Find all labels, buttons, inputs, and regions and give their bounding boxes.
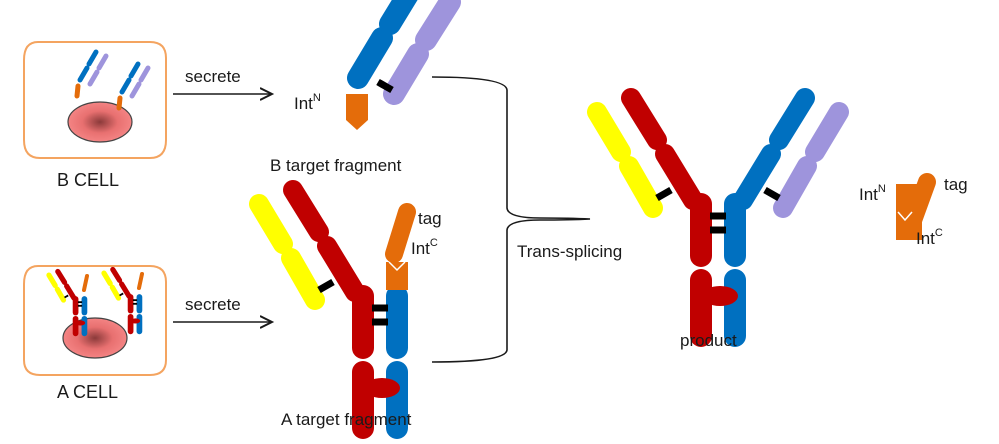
- byproduct-tag: [902, 173, 936, 235]
- a-fragment-arm-heavy-domain: [317, 236, 365, 302]
- product-knob: [702, 286, 738, 306]
- byproduct-int-c-sup: C: [934, 227, 943, 239]
- mini-heavy-b: [86, 49, 99, 67]
- a-cell-nucleus: [62, 317, 128, 359]
- b-fragment-label: B target fragment: [270, 156, 402, 175]
- mini-a-arm-heavy-domain: [64, 283, 77, 301]
- a-cell-antibody: [101, 266, 144, 335]
- secrete-a-label: secrete: [185, 295, 241, 314]
- a-cell-membrane: [23, 265, 167, 376]
- a-int-c-notch: [388, 261, 406, 272]
- byproduct-int-n-label: IntN: [859, 183, 886, 204]
- a-int-c-block: [386, 262, 408, 290]
- b-light-domain: [415, 0, 461, 51]
- mini-a-arm-light-domain: [46, 272, 58, 289]
- product-label: product: [680, 331, 737, 350]
- product-left-arm-light-domain: [619, 156, 663, 218]
- intein-tag-byproduct: [896, 173, 936, 240]
- mini-light-b: [87, 69, 100, 87]
- mini-a-arm-light-domain: [101, 270, 113, 287]
- b-int-n: [346, 94, 368, 130]
- byproduct-tag-label: tag: [944, 175, 968, 194]
- byproduct-int-c-label: IntC: [916, 227, 943, 248]
- byproduct-int-n-sup: N: [877, 183, 886, 195]
- product-antibody: [587, 88, 849, 347]
- b-cell-antibody: [116, 61, 151, 111]
- mini-a-arm-heavy-domain: [55, 268, 68, 285]
- b-cell-nucleus: [67, 101, 133, 143]
- mini-a-knob: [75, 320, 86, 326]
- product-right-arm-heavy-domain: [769, 88, 815, 150]
- a-fragment-arm-light-domain: [281, 248, 325, 310]
- a-fragment-arm-disulfide-bond: [317, 278, 335, 294]
- trans-splicing-brace: [431, 76, 591, 363]
- b-light-domain: [383, 43, 429, 105]
- a-cell: [23, 265, 167, 376]
- b-heavy-domain: [379, 0, 418, 35]
- mini-a-tag: [82, 274, 89, 292]
- b-cell: [23, 41, 167, 159]
- mini-a-arm-disulfide-bond: [119, 292, 124, 297]
- mini-heavy-b: [119, 77, 132, 95]
- mini-light-b: [129, 81, 142, 99]
- a-tag: [385, 203, 416, 263]
- b-heavy-domain: [347, 27, 393, 89]
- mini-a-arm-heavy-domain: [110, 266, 123, 283]
- int-n-sup: N: [312, 92, 321, 104]
- mini-heavy-b: [77, 65, 90, 83]
- a-cell-label: A CELL: [57, 382, 119, 402]
- a-fragment-arm-light-domain: [249, 194, 293, 254]
- a-cell-antibody: [46, 268, 89, 337]
- b-cell-label: B CELL: [57, 170, 120, 190]
- product-right-arm-light-domain: [805, 102, 849, 162]
- mini-a-arm-disulfide-bond: [64, 294, 69, 299]
- mini-a-arm-light-domain: [109, 284, 122, 301]
- product-right-arm-disulfide-bond: [763, 186, 781, 202]
- int-n-text: Int: [294, 94, 313, 113]
- a-target-fragment: [249, 180, 416, 439]
- b-disulfide-bond: [376, 78, 394, 94]
- a-tag-label: tag: [418, 209, 442, 228]
- b-cell-membrane: [23, 41, 167, 159]
- mini-int-n: [116, 95, 123, 111]
- trans-splicing-label: Trans-splicing: [517, 242, 623, 261]
- secrete-b-label: secrete: [185, 67, 241, 86]
- mini-int-n: [74, 83, 81, 99]
- a-fragment-arm-heavy-domain: [283, 180, 329, 242]
- product-left-arm-light-domain: [587, 102, 631, 162]
- mini-light-b: [138, 65, 151, 83]
- byproduct-int-c-text: Int: [916, 229, 935, 248]
- a-fragment-knob: [364, 378, 400, 398]
- b-target-fragment: [346, 0, 461, 130]
- product-right-arm-light-domain: [773, 156, 817, 218]
- int-c-sup: C: [429, 237, 438, 249]
- mini-a-arm-light-domain: [54, 286, 67, 303]
- int-c-text: Int: [411, 239, 430, 258]
- product-right-arm-heavy-domain: [733, 144, 781, 210]
- b-int-n-label: IntN: [294, 92, 321, 113]
- byproduct-int-n-text: Int: [859, 185, 878, 204]
- product-left-arm-heavy-domain: [655, 144, 703, 210]
- product-left-arm-disulfide-bond: [655, 186, 673, 202]
- mini-heavy-b: [128, 61, 141, 79]
- mini-light-b: [96, 53, 109, 71]
- b-cell-antibody: [74, 49, 109, 99]
- a-int-c-label: IntC: [411, 237, 438, 258]
- product-left-arm-heavy-domain: [621, 88, 667, 150]
- a-fragment-label: A target fragment: [281, 410, 412, 429]
- mini-a-tag: [137, 272, 144, 290]
- mini-a-knob: [130, 318, 141, 324]
- byproduct-notch: [897, 211, 913, 222]
- mini-a-arm-heavy-domain: [119, 281, 132, 299]
